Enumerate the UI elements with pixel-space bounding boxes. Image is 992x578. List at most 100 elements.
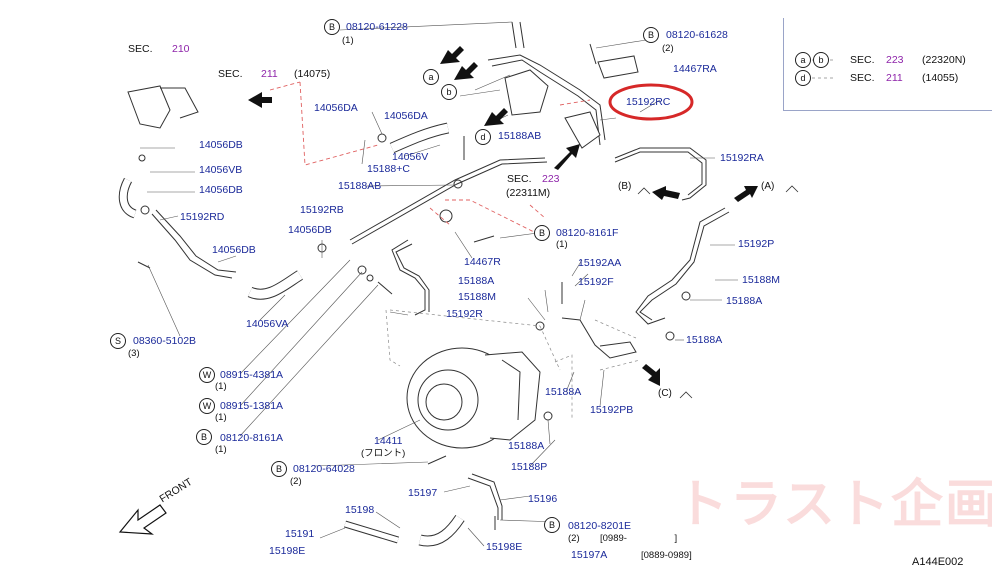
callout-08120-8201e[interactable]: 08120-8201E xyxy=(568,520,632,532)
part-15192rd[interactable]: 15192RD xyxy=(180,211,225,223)
part-15198e-2[interactable]: 15198E xyxy=(486,541,523,553)
part-15188a-c[interactable]: 15188A xyxy=(458,275,495,287)
diagram-code: A144E002 xyxy=(912,556,964,568)
part-14056da-2[interactable]: 14056DA xyxy=(384,110,428,122)
part-14056db-1[interactable]: 14056DB xyxy=(199,139,243,151)
marker-a-exit: (A) xyxy=(761,181,775,192)
part-15192r[interactable]: 15192R xyxy=(446,308,483,320)
callout-08120-8161f[interactable]: 08120-8161F xyxy=(556,227,619,239)
callout-marker-w1: W xyxy=(199,367,215,383)
part-15188m-c[interactable]: 15188M xyxy=(458,291,496,303)
pipe-assembly-top xyxy=(487,54,606,141)
part-15192aa[interactable]: 15192AA xyxy=(578,257,622,269)
sec210-link[interactable]: 210 xyxy=(172,43,190,55)
callout-qty-2: (2) xyxy=(662,43,674,54)
callout-08120-64028[interactable]: 08120-64028 xyxy=(293,463,355,475)
part-15188ab[interactable]: 15188AB xyxy=(498,130,542,142)
intake-bracket xyxy=(160,87,199,119)
part-15191[interactable]: 15191 xyxy=(285,528,315,540)
callout-08915-4381a[interactable]: 08915-4381A xyxy=(220,369,284,381)
marker-a: a xyxy=(423,69,439,85)
part-15192p[interactable]: 15192P xyxy=(738,238,775,250)
bracket-15192pb xyxy=(561,317,637,359)
part-14056da[interactable]: 14056DA xyxy=(314,102,358,114)
part-14056vb[interactable]: 14056VB xyxy=(199,164,243,176)
part-14056db-3[interactable]: 14056DB xyxy=(288,224,332,236)
pipe-15192ra xyxy=(614,147,707,201)
pipe-15192rb xyxy=(349,157,546,241)
callout-marker-s: S xyxy=(110,333,126,349)
part-14467ra[interactable]: 14467RA xyxy=(673,63,717,75)
part-15188p[interactable]: 15188P xyxy=(511,461,548,473)
legend-marker-d: d xyxy=(795,70,811,86)
part-14056v[interactable]: 14056V xyxy=(392,151,429,163)
part-15192rc[interactable]: 15192RC xyxy=(626,96,671,108)
part-15188a-r[interactable]: 15188A xyxy=(726,295,763,307)
callout-08915-1381a[interactable]: 08915-1381A xyxy=(220,400,284,412)
part-15188ab-2[interactable]: 15188AB xyxy=(338,180,382,192)
marker-b: b xyxy=(441,84,457,100)
sec223-code: (22311M) xyxy=(506,187,551,199)
callout-qty-9: (2) xyxy=(568,533,580,544)
sec211-code: (14075) xyxy=(294,68,331,80)
fitting-block xyxy=(564,111,601,149)
legend-box xyxy=(783,18,992,111)
highlight-15192rc xyxy=(608,83,694,121)
arrow-b-icon xyxy=(454,62,478,80)
part-15192f[interactable]: 15192F xyxy=(578,276,614,288)
arrow-d-icon xyxy=(484,108,508,126)
callout-08120-61228[interactable]: 08120-61228 xyxy=(346,21,408,33)
marker-d: d xyxy=(475,129,491,145)
callout-08120-8161a[interactable]: 08120-8161A xyxy=(220,432,284,444)
arrow-sec223-icon xyxy=(554,144,580,170)
legend-row2-sec[interactable]: 211 xyxy=(886,72,903,84)
part-14411[interactable]: 14411 xyxy=(374,435,403,447)
arrow-b-exit-icon xyxy=(652,186,680,200)
part-15196[interactable]: 15196 xyxy=(528,493,558,505)
legend-marker-a: a xyxy=(795,52,811,68)
intake-elbow xyxy=(127,85,171,129)
part-15197a[interactable]: 15197A xyxy=(571,549,608,561)
pipe-15192r xyxy=(391,239,426,316)
callout-marker-b4: B xyxy=(196,429,212,445)
callout-08360-5102b[interactable]: 08360-5102B xyxy=(133,335,197,347)
callout-qty-3: (1) xyxy=(556,239,568,250)
part-15188a-m[interactable]: 15188A xyxy=(545,386,582,398)
part-15198e[interactable]: 15198E xyxy=(269,545,306,557)
callout-qty-8: (2) xyxy=(290,476,302,487)
arrow-a-exit-icon xyxy=(734,186,758,202)
part-15188c[interactable]: 15188+C xyxy=(367,163,410,175)
part-14056db-2[interactable]: 14056DB xyxy=(199,184,243,196)
part-15188m[interactable]: 15188M xyxy=(742,274,780,286)
sec223-text: SEC. xyxy=(507,173,532,185)
part-15192rb[interactable]: 15192RB xyxy=(300,204,344,216)
legend-row1-sec[interactable]: 223 xyxy=(886,54,904,66)
part-15188a-r2[interactable]: 15188A xyxy=(686,334,723,346)
callout-08120-61628[interactable]: 08120-61628 xyxy=(666,29,728,41)
pipe-15192p xyxy=(635,207,726,325)
legend-row1-text: SEC. xyxy=(850,54,875,66)
pipe-15192rd xyxy=(151,213,233,279)
part-15188a-b[interactable]: 15188A xyxy=(508,440,545,452)
part-14056va[interactable]: 14056VA xyxy=(246,318,289,330)
sec210-text: SEC. xyxy=(128,43,153,55)
callout-qty-1: (1) xyxy=(342,35,354,46)
arrow-c-exit-icon xyxy=(642,364,660,386)
part-14467r[interactable]: 14467R xyxy=(464,256,501,268)
legend-row2-code: (14055) xyxy=(922,72,959,84)
part-15192pb[interactable]: 15192PB xyxy=(590,404,634,416)
callout-qty-6: (1) xyxy=(215,412,227,423)
watermark: トラスト企画 xyxy=(676,474,992,535)
callout-marker-b1: B xyxy=(324,19,340,35)
part-15192ra[interactable]: 15192RA xyxy=(720,152,764,164)
sec211-link[interactable]: 211 xyxy=(261,68,278,80)
part-15198[interactable]: 15198 xyxy=(345,504,375,516)
callout-marker-w2: W xyxy=(199,398,215,414)
callout-marker-b2: B xyxy=(643,27,659,43)
part-15197[interactable]: 15197 xyxy=(408,487,438,499)
part-14056db-4[interactable]: 14056DB xyxy=(212,244,256,256)
sec223-link[interactable]: 223 xyxy=(542,173,560,185)
callout-marker-b3: B xyxy=(534,225,550,241)
pipe-15196 xyxy=(467,477,499,520)
